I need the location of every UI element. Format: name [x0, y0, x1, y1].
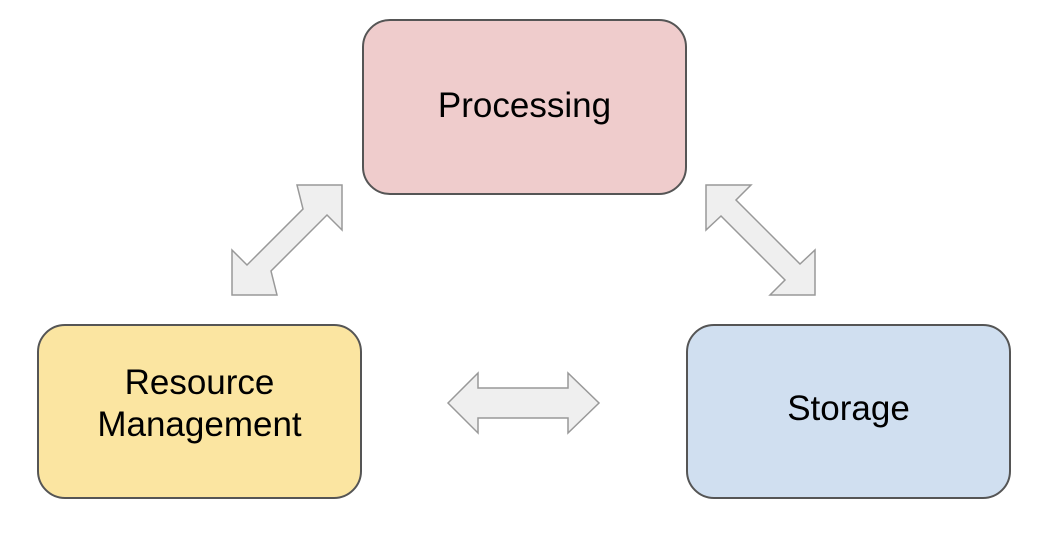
processing-node: Processing	[362, 19, 687, 195]
resource-management-node: Resource Management	[37, 324, 362, 499]
double-arrow-resource-storage-icon	[446, 371, 601, 435]
storage-label: Storage	[787, 389, 910, 428]
double-arrow-processing-storage-icon	[705, 184, 816, 296]
storage-node: Storage	[686, 324, 1011, 499]
processing-label: Processing	[437, 86, 612, 125]
double-arrow-processing-resource-icon	[231, 184, 343, 296]
resource-management-label: Resource Management	[97, 362, 302, 444]
